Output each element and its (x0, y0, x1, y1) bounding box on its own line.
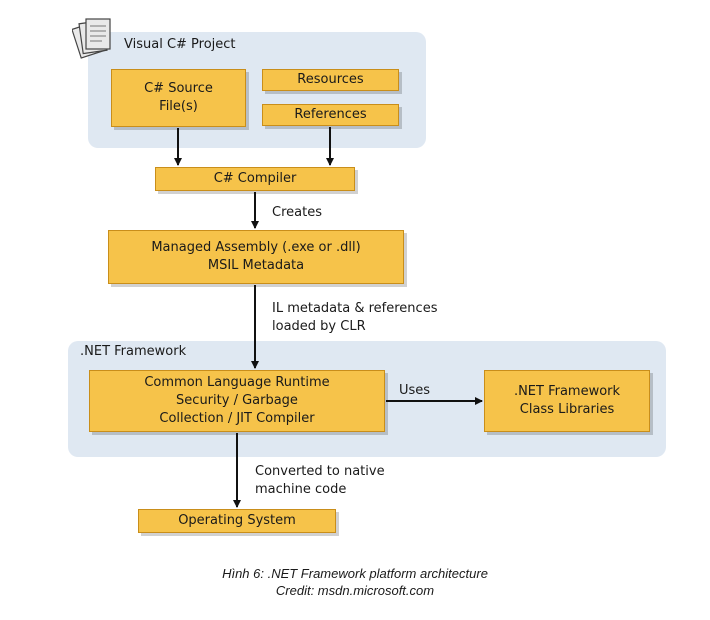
csharp-source-files-box: C# Source File(s) (111, 69, 246, 127)
references-box: References (262, 104, 399, 126)
creates-label: Creates (272, 205, 322, 220)
resources-box: Resources (262, 69, 399, 91)
managed-assembly-box: Managed Assembly (.exe or .dll) MSIL Met… (108, 230, 404, 284)
figure-caption-line1: Hình 6: .NET Framework platform architec… (222, 566, 488, 581)
project-files-icon (72, 18, 111, 59)
common-language-runtime-box: Common Language Runtime Security / Garba… (89, 370, 385, 432)
native-code-label: Converted to native machine code (255, 464, 385, 497)
net-framework-title: .NET Framework (80, 344, 187, 359)
class-libraries-box: .NET Framework Class Libraries (484, 370, 650, 432)
project-title: Visual C# Project (124, 37, 236, 52)
il-metadata-label: IL metadata & references loaded by CLR (272, 301, 438, 334)
operating-system-box: Operating System (138, 509, 336, 533)
uses-label: Uses (399, 383, 431, 398)
figure-caption-line2: Credit: msdn.microsoft.com (275, 583, 435, 598)
csharp-compiler-box: C# Compiler (155, 167, 355, 191)
